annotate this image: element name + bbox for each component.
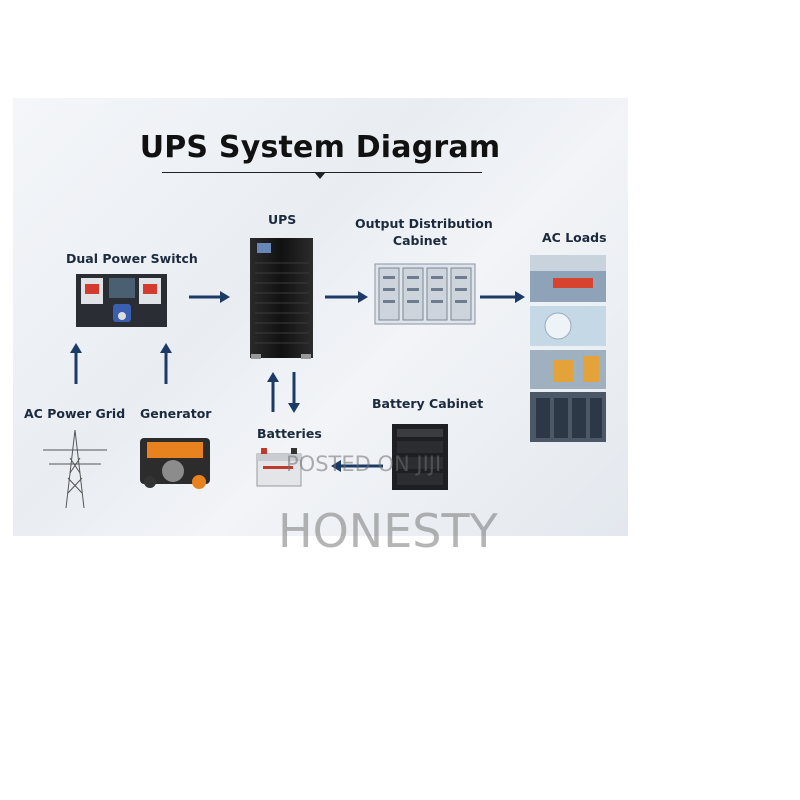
label-dual-power-switch: Dual Power Switch	[66, 251, 198, 266]
arrow-distribution-to-loads	[480, 291, 525, 303]
label-output-distribution-line2: Cabinet	[392, 233, 448, 248]
watermark-posted: POSTED ON JIJI	[286, 452, 442, 476]
arrow-switch-to-ups	[189, 291, 230, 303]
label-batteries: Batteries	[257, 426, 322, 441]
battery-icon	[256, 448, 302, 487]
generator-icon	[140, 438, 210, 489]
ups-icon	[250, 238, 313, 359]
page-title: UPS System Diagram	[139, 130, 501, 165]
title-underline	[162, 172, 482, 173]
diagram-panel	[13, 98, 628, 536]
diagram-graphics	[43, 238, 606, 509]
arrow-generator-to-switch	[160, 343, 172, 384]
arrow-cabinet-to-batteries	[331, 460, 383, 472]
arrow-grid-to-switch	[70, 343, 82, 384]
label-ac-power-grid: AC Power Grid	[24, 406, 126, 421]
label-output-distribution: Output Distribution Cabinet	[355, 215, 493, 249]
battery-cabinet-icon	[392, 424, 448, 490]
dual-power-switch-icon	[76, 274, 167, 327]
arrow-ups-to-batteries	[288, 372, 300, 413]
transmission-tower-icon	[43, 429, 107, 509]
label-battery-cabinet: Battery Cabinet	[372, 396, 484, 411]
title-pointer	[315, 173, 325, 179]
watermark-honesty: HONESTY	[278, 504, 498, 558]
label-output-distribution-line1: Output Distribution	[355, 216, 493, 231]
label-ups: UPS	[268, 212, 297, 227]
flow-arrows	[70, 291, 525, 472]
arrow-batteries-to-ups	[267, 372, 279, 412]
output-distribution-cabinet-icon	[374, 263, 476, 325]
label-generator: Generator	[140, 406, 212, 421]
arrow-ups-to-distribution	[325, 291, 368, 303]
label-ac-loads: AC Loads	[542, 230, 607, 245]
ac-loads-photos	[530, 255, 606, 442]
